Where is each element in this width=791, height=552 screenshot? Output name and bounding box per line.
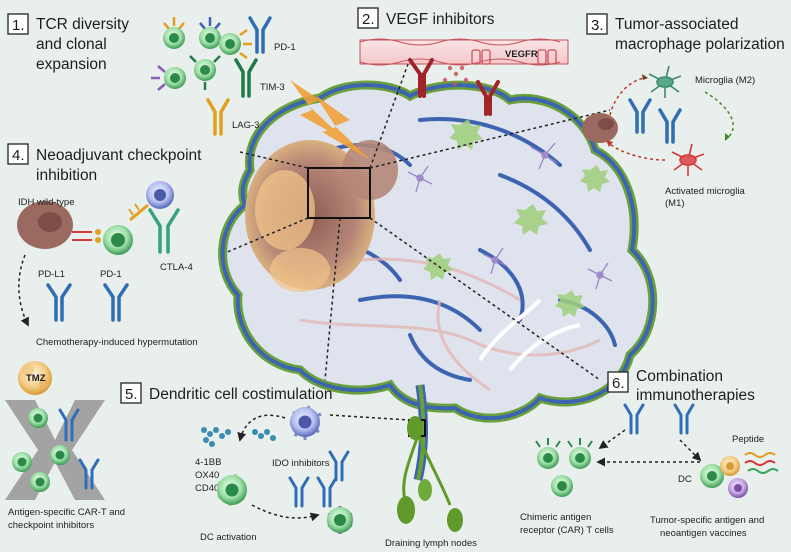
vegf-antibodies: [408, 58, 500, 116]
activated-microglia-label-line1: Activated microglia: [665, 186, 745, 197]
activated-microglia-label-line2: (M1): [665, 198, 685, 209]
section-4-title-line2: inhibition: [36, 167, 97, 184]
section-1-title-line2: and clonal: [36, 36, 107, 53]
section-6-title-line2: immunotherapies: [636, 387, 755, 404]
costim-ox40-label: OX40: [195, 470, 219, 481]
vaccine-label-line1: Tumor-specific antigen and: [650, 515, 764, 526]
section-4-number: 4.: [12, 147, 25, 164]
vaccine-label-line2: neoantigen vaccines: [660, 528, 747, 539]
neurons: [407, 142, 613, 290]
dc-label: DC: [678, 474, 692, 485]
costim-cd40-label: CD40: [195, 483, 219, 494]
car-t-cells-right: [535, 438, 593, 497]
costim-4-1bb-label: 4-1BB: [195, 457, 221, 468]
vaccine-dc-cluster: [700, 456, 748, 498]
pd1-antibody: [103, 283, 129, 322]
microglia-m2: [648, 65, 682, 98]
vegfr-label: VEGFR: [505, 49, 538, 60]
section-3-title-line1: Tumor-associated: [615, 16, 738, 33]
chimeric-label-line2: receptor (CAR) T cells: [520, 525, 614, 536]
section-1-title-line1: TCR diversity: [36, 16, 129, 33]
ido-antibody: [328, 450, 350, 482]
section-5-number: 5.: [125, 386, 138, 403]
chemo-hypermutation-label: Chemotherapy-induced hypermutation: [36, 337, 198, 348]
pdl1-antibody: [46, 283, 72, 322]
dendritic-cell-center: [289, 405, 322, 440]
dc-activation-label: DC activation: [200, 532, 257, 543]
blood-vessel: [359, 38, 569, 66]
antibody-m1-left: [628, 98, 652, 134]
leader-lines: [224, 44, 611, 421]
section-6-number: 6.: [612, 375, 625, 392]
microglia-m2-label: Microglia (M2): [695, 75, 755, 86]
checkpoint-antibodies-left: [58, 408, 100, 490]
idh-tumor-cell: [17, 201, 73, 249]
section-3-title-line2: macrophage polarization: [615, 36, 785, 53]
ctla4-label: CTLA-4: [160, 262, 193, 273]
activated-microglia-m1: [671, 143, 705, 176]
t-cell-bottom: [327, 506, 353, 534]
ctla4-receptor: [148, 208, 180, 254]
lightning-bolts: [290, 80, 370, 160]
section-5-title: Dendritic cell costimulation: [149, 386, 333, 403]
brain-illustration: [218, 80, 658, 482]
draining-lymph-nodes-label: Draining lymph nodes: [385, 538, 477, 549]
peptides: [744, 452, 779, 474]
vegfr-receptors: [471, 49, 557, 65]
car-t-label-line2: checkpoint inhibitors: [8, 520, 94, 531]
lag3-label: LAG-3: [232, 120, 259, 131]
lymph-nodes: [397, 416, 463, 532]
car-t-cells-left: [12, 408, 70, 492]
tmz-label: TMZ: [26, 373, 46, 384]
dendritic-cell-ctla4: [128, 181, 174, 222]
section-4-title-line1: Neoadjuvant checkpoint: [36, 147, 202, 164]
combination-antibodies: [623, 403, 695, 435]
pd1-receptor-top: [248, 16, 272, 54]
section-3-number: 3.: [591, 17, 604, 34]
section-6-title-line1: Combination: [636, 368, 723, 385]
section-1-title-line3: expansion: [36, 56, 107, 73]
activated-dc: [217, 473, 247, 507]
pd1-label-left: PD-1: [100, 269, 122, 280]
antibodies-center: [288, 476, 338, 508]
tumor-cell-cluster-right: [582, 113, 618, 143]
pdl1-label: PD-L1: [38, 269, 65, 280]
idh-wildtype-label: IDH wild-type: [18, 197, 75, 208]
peptide-label: Peptide: [732, 434, 764, 445]
tmz-cell: [18, 361, 52, 395]
t-cell-cluster: [151, 17, 252, 91]
car-t-label-line1: Antigen-specific CAR-T and: [8, 507, 125, 518]
zoom-box-tumor: [307, 167, 371, 219]
pd1-label-top: PD-1: [274, 42, 296, 53]
vegf-molecules: [442, 65, 469, 87]
ido-inhibitors-label: IDO inhibitors: [272, 458, 330, 469]
section-1-number: 1.: [12, 17, 25, 34]
costimulatory-molecules: [201, 427, 276, 447]
section-2-number: 2.: [362, 11, 375, 28]
t-cell-checkpoint: [72, 225, 133, 255]
chimeric-label-line1: Chimeric antigen: [520, 512, 591, 523]
tim3-receptor: [234, 58, 258, 98]
section-2-title: VEGF inhibitors: [386, 11, 495, 28]
lag3-receptor: [206, 98, 230, 136]
astrocytes: [423, 119, 610, 317]
tim3-label: TIM-3: [260, 82, 285, 93]
antibody-m1-right: [658, 108, 682, 144]
